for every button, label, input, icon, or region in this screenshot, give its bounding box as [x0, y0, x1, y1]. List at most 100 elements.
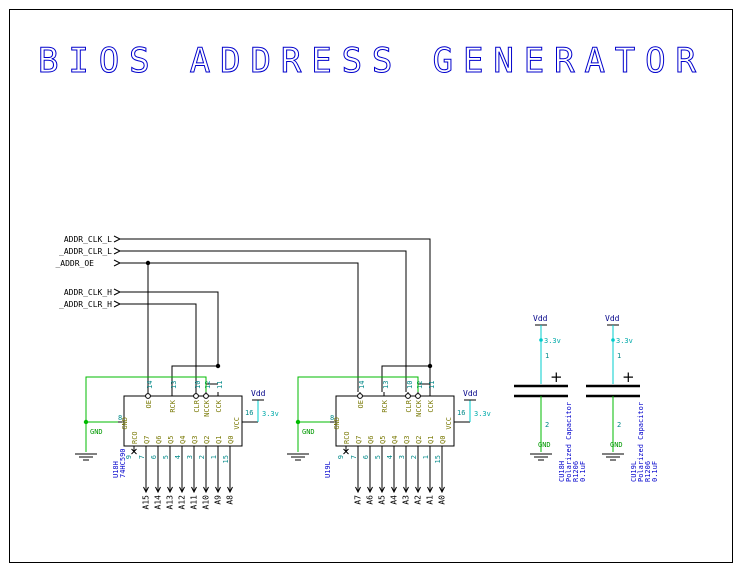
pin-number: 10 [406, 381, 414, 389]
output-net-a4: A4 [390, 495, 399, 505]
pin-name: Q5 [379, 436, 387, 444]
pin-name: Q1 [215, 436, 223, 444]
pin-number: 9 [125, 455, 133, 459]
pin-name: Q0 [439, 436, 447, 444]
pin-name: Q0 [227, 436, 235, 444]
pin-number: 13 [382, 381, 390, 389]
pin-number: 14 [358, 381, 366, 389]
sheet-border [9, 9, 733, 563]
output-net-a2: A2 [414, 495, 423, 505]
pin-number: 11 [216, 381, 224, 389]
pin-number: 8 [118, 414, 122, 422]
output-net-a13: A13 [166, 495, 175, 510]
ic-part-number: 74HC590 [119, 448, 127, 478]
pin-name: GND [121, 417, 129, 430]
pin-number: 4 [174, 455, 182, 459]
pin-number: 7 [350, 455, 358, 459]
capacitor-type: Polarized Capacitor [565, 402, 573, 482]
vdd-label: Vdd [251, 389, 266, 398]
pin-name: Q4 [179, 436, 187, 444]
pin-number: 15 [434, 455, 442, 463]
pin-number: 2 [198, 455, 206, 459]
pin-number: 14 [146, 381, 154, 389]
output-net-a14: A14 [154, 495, 163, 510]
pin-number: 2 [617, 421, 621, 429]
pin-number: 5 [374, 455, 382, 459]
pin-name: Q7 [143, 436, 151, 444]
pin-name: RCK [169, 399, 177, 412]
pin-name: CLR [193, 399, 201, 412]
pin-number: 9 [337, 455, 345, 459]
rail-value: 3.3v [616, 337, 633, 345]
pin-name: Q3 [403, 436, 411, 444]
pin-number: 12 [204, 381, 212, 389]
output-net-a8: A8 [226, 495, 235, 505]
vdd-label: Vdd [605, 314, 620, 323]
pin-number: 3 [186, 455, 194, 459]
pin-number: 6 [150, 455, 158, 459]
pin-name: Q2 [415, 436, 423, 444]
pin-name: VCC [233, 417, 241, 430]
output-net-a1: A1 [426, 495, 435, 505]
output-net-a9: A9 [214, 495, 223, 505]
polarity-plus: + [550, 368, 563, 386]
pin-name: CCK [427, 399, 435, 412]
output-net-a3: A3 [402, 495, 411, 505]
pin-number: 16 [457, 409, 465, 417]
ic-body [123, 395, 243, 447]
pin-number: 11 [428, 381, 436, 389]
net-label-addr-clk-l: ADDR_CLK_L [64, 235, 112, 244]
gnd-label: GND [610, 441, 623, 449]
pin-number: 1 [545, 352, 549, 360]
rail-value: 3.3v [544, 337, 561, 345]
junction-dots [145, 260, 433, 369]
pin-name: OE [145, 400, 153, 408]
output-net-a5: A5 [378, 495, 387, 505]
pin-number: 1 [210, 455, 218, 459]
pin-name: RCK [381, 399, 389, 412]
pin-name: CCK [215, 399, 223, 412]
pin-name: Q7 [355, 436, 363, 444]
pin-number: 4 [386, 455, 394, 459]
pin-name: Q2 [203, 436, 211, 444]
pin-name: NCCK [415, 399, 423, 417]
capacitor-refdes: CU19L [630, 461, 638, 482]
net-labels: ADDR_CLK_L _ADDR_CLR_L _ADDR_OE ADDR_CLK… [55, 235, 112, 309]
pin-number: 13 [170, 381, 178, 389]
output-net-a11: A11 [190, 495, 199, 510]
ic-u19l[interactable]: 14OE13RCK10CLR12NCCK11CCKQ77A7Q66A6Q55A5… [287, 376, 491, 505]
pin-name: GND [333, 417, 341, 430]
gnd-label: GND [538, 441, 551, 449]
capacitor-value: 0.1uF [651, 461, 659, 482]
net-label-addr-clr-h: _ADDR_CLR_H [59, 300, 112, 309]
net-label-addr-clr-l: _ADDR_CLR_L [59, 247, 112, 256]
pin-name: OE [357, 400, 365, 408]
rail-value: 3.3v [474, 410, 491, 418]
ic-u18h[interactable]: 14OE13RCK10CLR12NCCK11CCKQ77A15Q66A14Q55… [75, 376, 279, 510]
pin-number: 8 [330, 414, 334, 422]
capacitor-type: Polarized Capacitor [637, 402, 645, 482]
pin-number: 16 [245, 409, 253, 417]
pin-number: 5 [162, 455, 170, 459]
pin-name: Q6 [155, 436, 163, 444]
output-net-a6: A6 [366, 495, 375, 505]
gnd-label: GND [302, 428, 315, 436]
ic-refdes: U18H [112, 461, 120, 478]
output-net-a15: A15 [142, 495, 151, 510]
pin-number: 6 [362, 455, 370, 459]
net-label-addr-clk-h: ADDR_CLK_H [64, 288, 112, 297]
pin-name: NCCK [203, 399, 211, 417]
pin-number: 12 [416, 381, 424, 389]
pin-name: VCC [445, 417, 453, 430]
ic-body [335, 395, 455, 447]
capacitor-package: R1206 [572, 461, 580, 482]
pin-name: RCO [131, 431, 139, 444]
capacitor-value: 0.1uF [579, 461, 587, 482]
pin-number: 2 [545, 421, 549, 429]
sheet-title: BIOS ADDRESS GENERATOR [38, 41, 697, 81]
rail-value: 3.3v [262, 410, 279, 418]
